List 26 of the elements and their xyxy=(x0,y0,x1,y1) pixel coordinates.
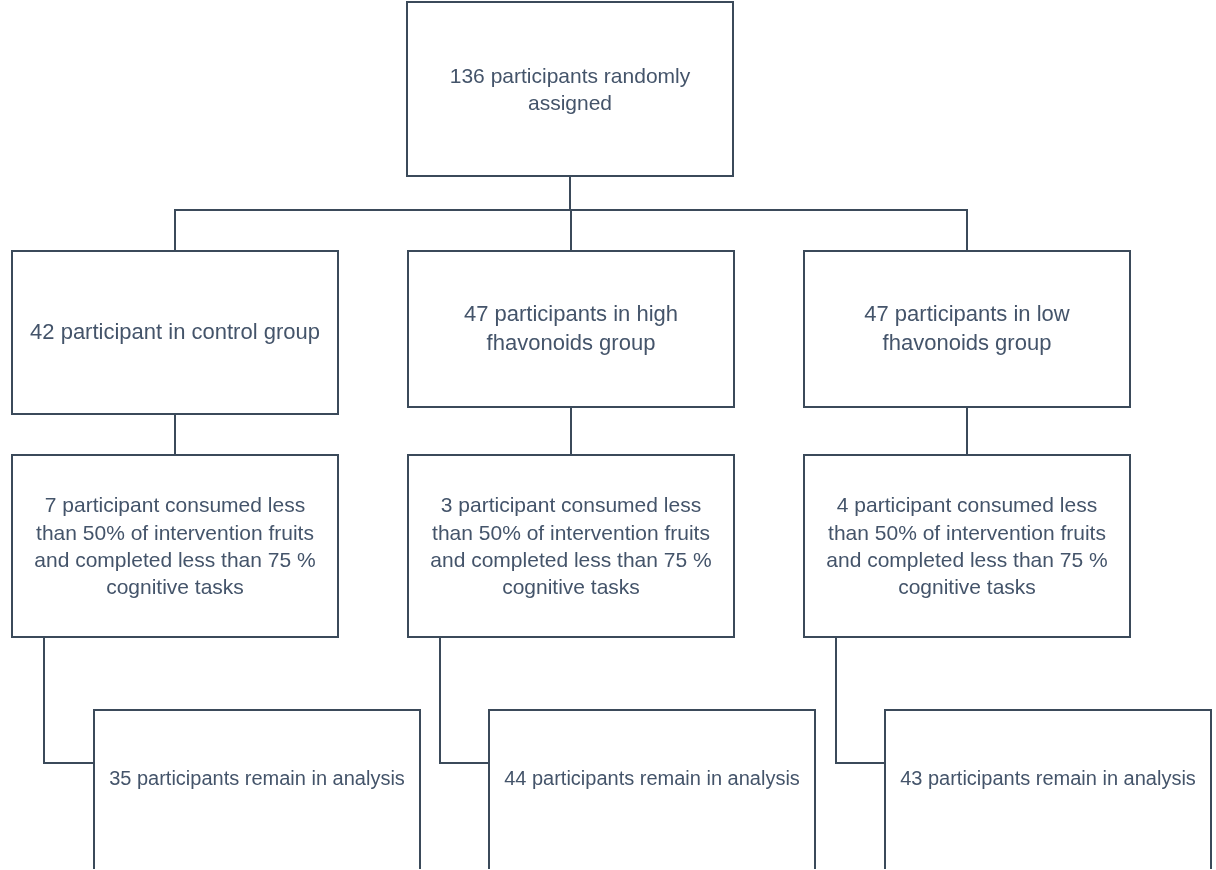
process-box xyxy=(488,709,816,869)
process-box xyxy=(803,454,1131,638)
process-box xyxy=(406,1,734,177)
process-box xyxy=(11,454,339,638)
process-box xyxy=(11,250,339,415)
box-text: 43 participants remain in analysis xyxy=(900,766,1196,791)
process-box xyxy=(884,709,1212,869)
box-text: 3 participant consumed less than 50% of intervention fruits and completed less than 75 % cognitive tasks xyxy=(429,492,713,601)
box-text: 42 participant in control group xyxy=(30,318,320,347)
box-text: 47 participants in high fhavonoids group xyxy=(463,300,679,357)
process-box xyxy=(803,250,1131,408)
process-box xyxy=(407,454,735,638)
connector-line xyxy=(570,407,572,455)
process-box xyxy=(93,709,421,869)
connector-line xyxy=(439,637,489,764)
box-text: 4 participant consumed less than 50% of intervention fruits and completed less than 75 % cognitive tasks xyxy=(825,492,1109,601)
box-text: 35 participants remain in analysis xyxy=(109,766,405,791)
box-text: 7 participant consumed less than 50% of intervention fruits and completed less than 75 % cognitive tasks xyxy=(33,492,317,601)
connector-line xyxy=(835,637,885,764)
process-box xyxy=(407,250,735,408)
box-text: 136 participants randomly assigned xyxy=(448,62,692,116)
box-text: 47 participants in low fhavonoids group xyxy=(863,300,1071,357)
connector-line xyxy=(966,407,968,455)
connector-line xyxy=(43,637,94,764)
connector-line xyxy=(174,414,176,455)
box-text: 44 participants remain in analysis xyxy=(504,766,800,791)
